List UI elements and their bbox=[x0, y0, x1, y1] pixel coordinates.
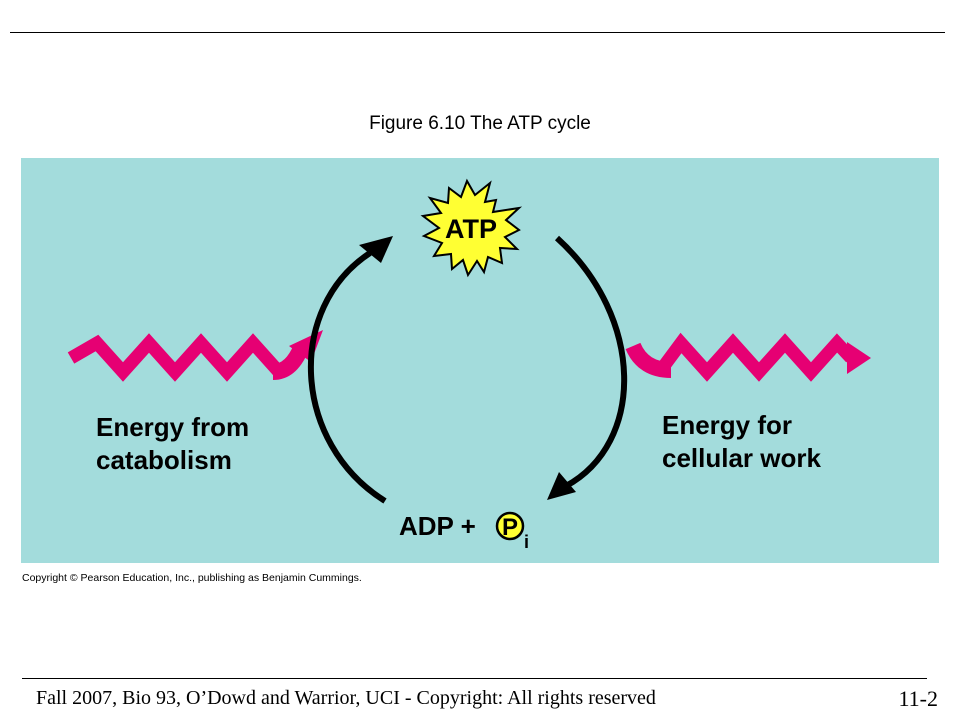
phosphate-letter: P bbox=[502, 514, 518, 541]
page-number: 11-2 bbox=[898, 686, 938, 711]
energy-out-arrow bbox=[625, 332, 871, 382]
adp-label: ADP + bbox=[399, 511, 476, 541]
energy-from-catabolism-line1: Energy from bbox=[96, 412, 249, 442]
bottom-divider bbox=[22, 678, 927, 679]
footer-text: Fall 2007, Bio 93, O’Dowd and Warrior, U… bbox=[36, 687, 656, 709]
top-divider bbox=[10, 32, 945, 33]
energy-from-catabolism-line2: catabolism bbox=[96, 445, 232, 475]
phosphate-subscript: i bbox=[524, 532, 529, 552]
phosphate-circle-icon bbox=[495, 511, 525, 541]
cycle-arrow-right bbox=[547, 235, 628, 500]
energy-for-work-line2: cellular work bbox=[662, 443, 821, 473]
figure-caption: Figure 6.10 The ATP cycle bbox=[369, 113, 591, 134]
atp-burst-icon bbox=[420, 178, 523, 278]
atp-cycle-diagram: ATP ADP + P i Energy from catabolism Ene… bbox=[21, 158, 939, 563]
energy-for-work-line1: Energy for bbox=[662, 410, 792, 440]
figure-copyright: Copyright © Pearson Education, Inc., pub… bbox=[22, 572, 362, 584]
atp-label: ATP bbox=[445, 214, 497, 244]
cycle-arrow-left bbox=[307, 236, 393, 504]
